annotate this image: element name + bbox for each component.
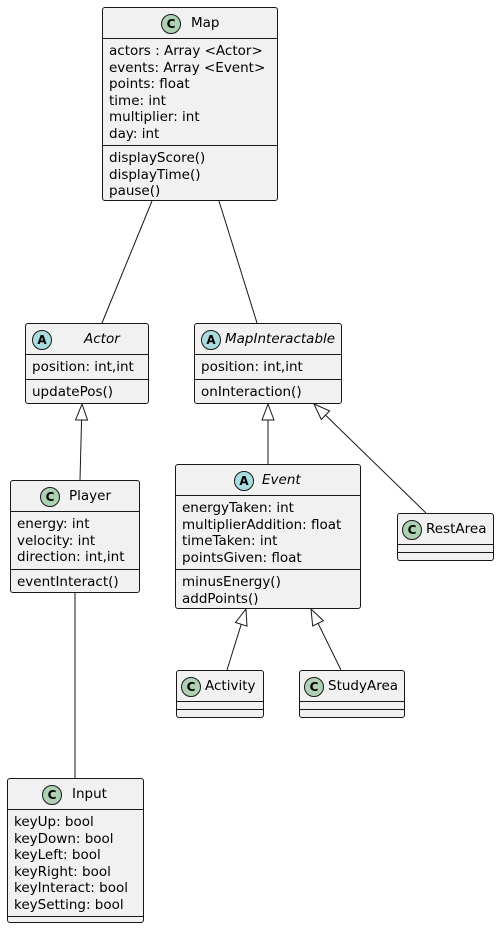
attribute: multiplier: int — [109, 109, 200, 125]
class-stereotype-icon: C — [40, 487, 60, 507]
method: onInteraction() — [201, 383, 302, 400]
methods-section: displayScore() displayTime() pause() — [103, 145, 277, 203]
class-stereotype-icon: C — [181, 677, 201, 697]
method: minusEnergy() — [182, 574, 281, 590]
methods-section: updatePos() — [26, 378, 148, 404]
attribute: day: int — [109, 125, 160, 142]
class-event[interactable]: A Event energyTaken: int multiplierAddit… — [175, 464, 361, 609]
attribute: points: float — [109, 76, 190, 92]
attributes-section: energy: int velocity: int direction: int… — [11, 511, 139, 569]
attribute: timeTaken: int — [182, 533, 278, 549]
attribute: keyUp: bool — [14, 814, 94, 830]
class-input[interactable]: C Input keyUp: bool keyDown: bool keyLef… — [7, 778, 144, 923]
attribute: direction: int,int — [17, 549, 125, 565]
method: displayTime() — [109, 166, 201, 183]
class-stereotype-icon: C — [402, 520, 422, 540]
association-edge-map-to-mapinteractable — [218, 200, 258, 324]
inheritance-arrowhead-player-to-actor — [74, 402, 89, 421]
attribute: events: Array <Event> — [109, 59, 266, 76]
attributes-section — [177, 701, 263, 709]
class-mapinteractable[interactable]: A MapInteractable position: int,int onIn… — [194, 323, 342, 404]
attribute: pointsGiven: float — [182, 549, 302, 566]
methods-section — [300, 709, 404, 717]
inheritance-arrowhead-event-to-mapinteractable — [261, 402, 275, 421]
class-map[interactable]: C Map actors : Array <Actor> events: Arr… — [102, 7, 278, 201]
attribute: energyTaken: int — [182, 500, 294, 516]
class-activity[interactable]: C Activity — [176, 670, 264, 718]
attribute: keyRight: bool — [14, 863, 111, 880]
attribute: multiplierAddition: float — [182, 516, 342, 533]
class-name: Input — [72, 786, 107, 802]
attribute: energy: int — [17, 516, 90, 532]
methods-section: eventInteract() — [11, 568, 139, 594]
method: displayScore() — [109, 150, 206, 166]
attribute: keyLeft: bool — [14, 847, 101, 863]
attributes-section: position: int,int — [26, 354, 148, 379]
attributes-section: actors : Array <Actor> events: Array <Ev… — [103, 38, 277, 145]
inheritance-arrowhead-studyarea-to-event — [310, 607, 325, 627]
attribute: keySetting: bool — [14, 896, 124, 913]
attributes-section: position: int,int — [195, 354, 341, 379]
association-edge-map-to-actor — [101, 200, 153, 324]
inheritance-edge-restarea-to-mapinteractable — [325, 414, 427, 514]
methods-section — [177, 709, 263, 717]
class-name: Event — [262, 472, 301, 488]
attribute: keyDown: bool — [14, 830, 114, 847]
abstract-stereotype-icon: A — [201, 330, 221, 350]
class-header: C Map — [103, 8, 277, 38]
class-name: Actor — [84, 331, 120, 347]
class-stereotype-icon: C — [42, 785, 62, 805]
class-name: Map — [191, 15, 220, 31]
method: pause() — [109, 183, 161, 199]
class-header: C RestArea — [398, 514, 493, 544]
methods-section: onInteraction() — [195, 378, 341, 404]
class-name: Player — [69, 488, 112, 504]
method: updatePos() — [32, 383, 114, 400]
methods-section — [8, 916, 143, 924]
class-stereotype-icon: C — [161, 14, 181, 34]
attribute: keyInteract: bool — [14, 880, 128, 896]
class-header: C Activity — [177, 671, 263, 701]
class-name: Activity — [205, 678, 256, 694]
abstract-stereotype-icon: A — [32, 330, 52, 350]
class-header: A Actor — [26, 324, 148, 354]
attributes-section — [300, 701, 404, 709]
inheritance-edge-studyarea-to-event — [317, 623, 342, 671]
inheritance-arrowhead-activity-to-event — [234, 607, 248, 627]
inheritance-edge-activity-to-event — [226, 624, 242, 671]
abstract-stereotype-icon: A — [234, 471, 254, 491]
class-player[interactable]: C Player energy: int velocity: int direc… — [10, 480, 140, 593]
attribute: position: int,int — [201, 359, 303, 375]
class-studyarea[interactable]: C StudyArea — [299, 670, 405, 718]
inheritance-arrowhead-restarea-to-mapinteractable — [312, 403, 331, 421]
attributes-section: energyTaken: int multiplierAddition: flo… — [176, 495, 360, 569]
class-header: A MapInteractable — [195, 324, 341, 354]
attribute: velocity: int — [17, 532, 96, 549]
attribute: time: int — [109, 92, 166, 109]
class-restarea[interactable]: C RestArea — [397, 513, 494, 561]
class-stereotype-icon: C — [304, 677, 324, 697]
class-header: C Input — [8, 779, 143, 809]
class-actor[interactable]: A Actor position: int,int updatePos() — [25, 323, 149, 404]
methods-section: minusEnergy() addPoints() — [176, 569, 360, 610]
method: eventInteract() — [17, 573, 119, 590]
attributes-section — [398, 544, 493, 552]
class-header: C Player — [11, 481, 139, 511]
attribute: actors : Array <Actor> — [109, 43, 263, 59]
class-header: C StudyArea — [300, 671, 404, 701]
class-name: StudyArea — [328, 678, 399, 694]
methods-section — [398, 552, 493, 560]
attribute: position: int,int — [32, 359, 134, 375]
inheritance-edge-player-to-actor — [79, 419, 83, 481]
attributes-section: keyUp: bool keyDown: bool keyLeft: bool … — [8, 809, 143, 916]
class-name: MapInteractable — [225, 331, 336, 347]
method: addPoints() — [182, 590, 259, 607]
class-header: A Event — [176, 465, 360, 495]
class-name: RestArea — [426, 521, 487, 537]
